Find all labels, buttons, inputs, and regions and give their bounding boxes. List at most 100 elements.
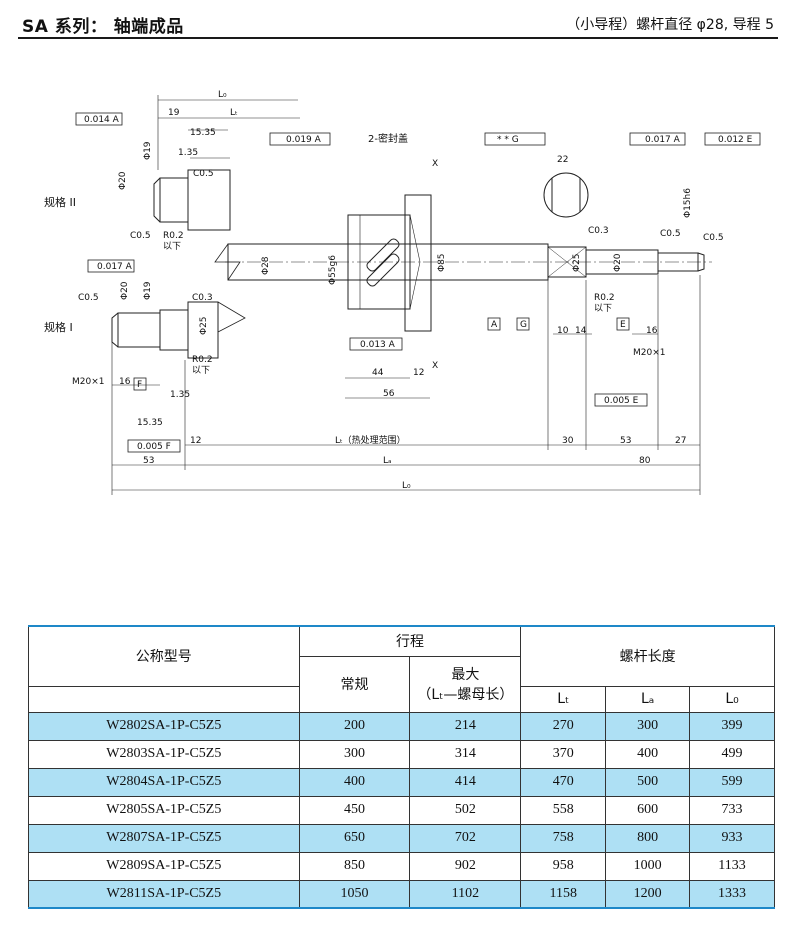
dim-c03-left: C0.3 xyxy=(192,293,213,303)
spec-table: 公称型号 行程 螺杆长度 常规 最大 （Lₜ—螺母长） Lₜ Lₐ L₀ W28… xyxy=(28,625,775,909)
dim-15-35-left: 15.35 xyxy=(137,418,163,428)
table-row: W2807SA-1P-C5Z5 650 702 758 800 933 xyxy=(28,823,775,853)
header-model-spacer xyxy=(28,686,300,713)
cell-max: 314 xyxy=(409,739,522,769)
cell-model: W2803SA-1P-C5Z5 xyxy=(28,739,300,769)
cell-lt: 558 xyxy=(520,795,607,825)
section-view xyxy=(543,172,589,218)
dim-phi20-right: Φ20 xyxy=(613,253,623,272)
dim-16-left: 16 xyxy=(119,377,131,387)
datum-a: A xyxy=(491,320,498,330)
dim-phi55: Φ55g6 xyxy=(328,255,338,285)
cell-normal: 200 xyxy=(298,711,411,741)
header-model: 公称型号 xyxy=(28,625,300,687)
cell-model: W2809SA-1P-C5Z5 xyxy=(28,851,300,881)
cell-l0: 933 xyxy=(689,823,775,853)
cell-lt: 1158 xyxy=(520,879,607,909)
cell-l0: 399 xyxy=(689,711,775,741)
dimension-lines xyxy=(111,95,701,495)
header-la: Lₐ xyxy=(605,685,691,713)
header-l0: L₀ xyxy=(689,685,775,713)
page-header: SA 系列： 轴端成品 （小导程）螺杆直径 φ28, 导程 5 xyxy=(18,9,778,39)
dim-phi15h6: Φ15h6 xyxy=(683,188,693,218)
dim-80: 80 xyxy=(639,456,651,466)
dim-lt-top: Lₜ xyxy=(230,108,238,118)
tol-text-8: 0.005 E xyxy=(604,396,639,406)
section-mark-x-bottom: X xyxy=(432,361,438,371)
cell-lt: 958 xyxy=(520,851,607,881)
table-row: W2805SA-1P-C5Z5 450 502 558 600 733 xyxy=(28,795,775,825)
tol-text-2: 0.019 A xyxy=(286,135,322,145)
datum-f: F xyxy=(137,380,142,390)
dim-r02-c: R0.2 xyxy=(192,355,213,365)
tol-text-6: 0.017 A xyxy=(97,262,133,272)
dim-phi20-left: Φ20 xyxy=(120,281,130,300)
spec-1-end xyxy=(111,301,219,359)
dim-15-35: 15.35 xyxy=(190,128,216,138)
cell-max: 902 xyxy=(409,851,522,881)
dim-c05-d: C0.5 xyxy=(703,233,724,243)
cell-model: W2802SA-1P-C5Z5 xyxy=(28,711,300,741)
return-tubes xyxy=(366,238,400,287)
dim-22: 22 xyxy=(557,155,568,165)
dim-c05-e: C0.5 xyxy=(78,293,99,303)
dim-c03: C0.3 xyxy=(588,226,609,236)
tol-text-4: 0.017 A xyxy=(645,135,681,145)
cell-la: 400 xyxy=(605,739,691,769)
cell-normal: 850 xyxy=(298,851,411,881)
cell-la: 1200 xyxy=(605,879,691,909)
cell-normal: 450 xyxy=(298,795,411,825)
cell-lt: 470 xyxy=(520,767,607,797)
cell-max: 1102 xyxy=(409,879,522,909)
cell-l0: 733 xyxy=(689,795,775,825)
header-screw-length: 螺杆长度 xyxy=(520,625,775,687)
dim-phi19-left: Φ19 xyxy=(143,281,153,300)
cell-l0: 1333 xyxy=(689,879,775,909)
dim-56: 56 xyxy=(383,389,395,399)
dim-phi20: Φ20 xyxy=(118,171,128,190)
header-max-label: 最大 xyxy=(451,667,480,683)
table-row: W2803SA-1P-C5Z5 300 314 370 400 499 xyxy=(28,739,775,769)
dim-c05-b: C0.5 xyxy=(130,231,151,241)
dim-16-right: 16 xyxy=(646,326,658,336)
cell-la: 1000 xyxy=(605,851,691,881)
table-row: W2802SA-1P-C5Z5 200 214 270 300 399 xyxy=(28,711,775,741)
dim-below-a: 以下 xyxy=(163,242,181,252)
cell-max: 502 xyxy=(409,795,522,825)
tolerance-frames xyxy=(75,112,761,453)
cell-la: 600 xyxy=(605,795,691,825)
dim-below-c: 以下 xyxy=(192,366,210,376)
header-max-sub: （Lₜ—螺母长） xyxy=(417,687,514,703)
cell-model: W2805SA-1P-C5Z5 xyxy=(28,795,300,825)
nut-flange xyxy=(404,194,432,332)
dim-m20-right: M20×1 xyxy=(633,348,665,358)
dim-30: 30 xyxy=(562,436,574,446)
page-subtitle: （小导程）螺杆直径 φ28, 导程 5 xyxy=(566,17,774,33)
cell-max: 414 xyxy=(409,767,522,797)
dim-c05-c: C0.5 xyxy=(660,229,681,239)
dim-27: 27 xyxy=(675,436,686,446)
cell-model: W2804SA-1P-C5Z5 xyxy=(28,767,300,797)
tol-text-7: 0.013 A xyxy=(360,340,396,350)
datum-e: E xyxy=(620,320,626,330)
dim-10: 10 xyxy=(557,326,569,336)
spec-2-end xyxy=(153,169,231,231)
cell-l0: 599 xyxy=(689,767,775,797)
dim-phi28: Φ28 xyxy=(261,256,271,275)
tol-text-3: * * G xyxy=(497,135,519,145)
page-title: SA 系列： 轴端成品 xyxy=(22,17,184,37)
table-row: W2804SA-1P-C5Z5 400 414 470 500 599 xyxy=(28,767,775,797)
cell-normal: 650 xyxy=(298,823,411,853)
dim-r02-b: R0.2 xyxy=(594,293,615,303)
dim-below-b: 以下 xyxy=(594,304,612,314)
dim-r02-a: R0.2 xyxy=(163,231,184,241)
spec-1-label: 规格 I xyxy=(44,320,73,334)
cell-la: 300 xyxy=(605,711,691,741)
cell-normal: 400 xyxy=(298,767,411,797)
header-normal: 常规 xyxy=(298,655,411,713)
header-lt: Lₜ xyxy=(520,685,607,713)
dim-phi25-right: Φ25 xyxy=(572,253,582,272)
cell-max: 702 xyxy=(409,823,522,853)
dim-19: 19 xyxy=(168,108,180,118)
dim-phi25-left: Φ25 xyxy=(199,316,209,335)
